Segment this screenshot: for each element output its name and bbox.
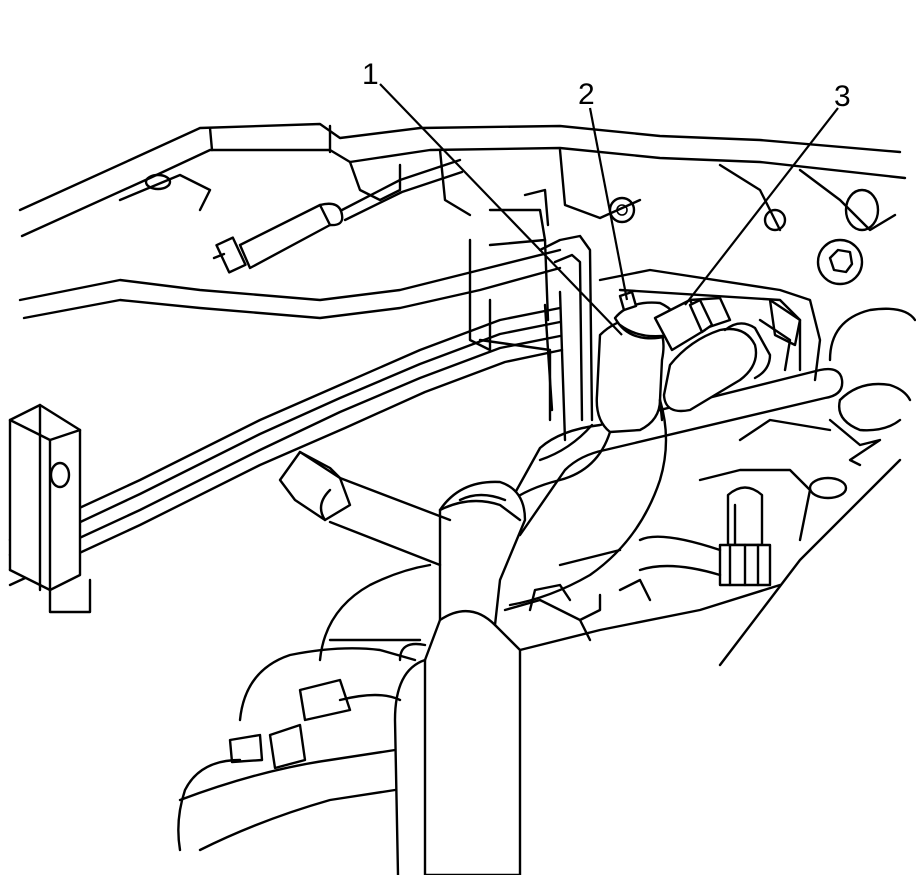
- wire-sensor: [212, 158, 464, 274]
- center-lower-components: [503, 548, 782, 652]
- callout-3: 3: [834, 80, 851, 113]
- left-mounting-block: [8, 403, 92, 614]
- upper-frame-panel: [18, 122, 907, 238]
- bolt-fitting: [638, 486, 772, 587]
- lower-y-hose: [393, 480, 527, 875]
- heater-hose: [498, 316, 668, 607]
- lower-left-components: [177, 563, 432, 852]
- leader-1: [379, 83, 623, 336]
- right-lower-assembly: [698, 307, 916, 667]
- crossing-tube: [498, 367, 844, 537]
- callout-leaders: [379, 83, 839, 336]
- left-diagonal-tube: [278, 450, 452, 567]
- callout-2: 2: [578, 78, 595, 111]
- center-bracket: [468, 188, 552, 422]
- callout-1: 1: [362, 58, 379, 91]
- hose-fitting: [653, 298, 772, 422]
- leader-2: [588, 107, 629, 301]
- leader-3: [684, 107, 839, 306]
